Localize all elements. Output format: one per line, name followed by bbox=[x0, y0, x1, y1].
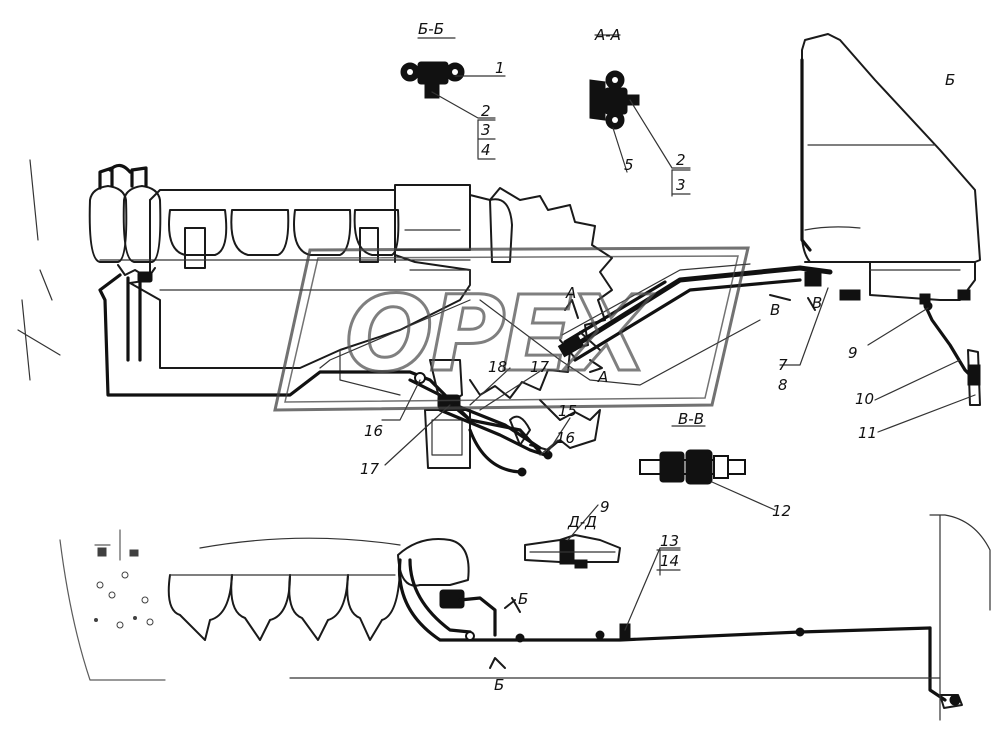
engine-block bbox=[99, 184, 613, 451]
callout-3b: 3 bbox=[676, 176, 686, 194]
callout-13: 13 bbox=[660, 532, 679, 550]
view-label-a-2: А bbox=[597, 368, 608, 386]
callout-2a: 2 bbox=[481, 102, 491, 120]
engine-side-view bbox=[167, 537, 963, 709]
callout-12: 12 bbox=[772, 502, 791, 520]
callout-16-right: 16 bbox=[556, 429, 575, 447]
callout-2b: 2 bbox=[676, 151, 686, 169]
callout-4: 4 bbox=[481, 141, 491, 159]
watermark-text: OPEX bbox=[345, 273, 654, 395]
callout-14: 14 bbox=[660, 552, 679, 570]
detail-vv bbox=[639, 449, 746, 485]
callout-10: 10 bbox=[855, 390, 874, 408]
section-label-aa: А-А bbox=[594, 26, 621, 44]
callout-underlines bbox=[477, 119, 691, 571]
callout-11: 11 bbox=[858, 424, 877, 442]
view-label-v-1: В bbox=[770, 301, 780, 319]
fuel-pump-cluster bbox=[414, 359, 553, 477]
detail-bb bbox=[400, 61, 465, 99]
view-label-b-right: Б bbox=[945, 71, 955, 89]
view-label-b-bottom-1: Б bbox=[518, 590, 528, 608]
fuel-filters bbox=[88, 163, 162, 362]
detail-aa bbox=[589, 70, 640, 130]
callout-8: 8 bbox=[778, 376, 788, 394]
callout-3a: 3 bbox=[481, 121, 491, 139]
detail-dd bbox=[524, 534, 621, 569]
callout-1: 1 bbox=[495, 59, 505, 77]
bottom-left-component bbox=[59, 529, 166, 681]
right-edge-part bbox=[929, 514, 991, 721]
callout-16-left: 16 bbox=[364, 422, 383, 440]
callout-17-right: 17 bbox=[530, 358, 550, 376]
view-label-b-bottom-2: Б bbox=[494, 676, 504, 694]
callout-18: 18 bbox=[488, 358, 507, 376]
left-edge-marks bbox=[17, 159, 61, 381]
view-label-v-2: В bbox=[812, 294, 822, 312]
section-arrows bbox=[489, 294, 816, 669]
callout-7: 7 bbox=[778, 356, 788, 374]
callout-17-left: 17 bbox=[360, 460, 380, 478]
section-label-vv: В-В bbox=[678, 410, 704, 428]
callout-5: 5 bbox=[624, 156, 634, 174]
fuel-tank bbox=[800, 33, 981, 305]
watermark: OPEX bbox=[273, 246, 750, 412]
callout-9-detail: 9 bbox=[600, 498, 610, 516]
section-label-dd: Д-Д bbox=[567, 513, 597, 531]
section-label-bb: Б-Б bbox=[418, 20, 444, 38]
callout-15: 15 bbox=[558, 402, 577, 420]
leader-lines bbox=[381, 34, 976, 631]
fuel-lines bbox=[98, 263, 833, 454]
drain-hose bbox=[923, 301, 981, 406]
view-label-a-1: А bbox=[565, 284, 576, 302]
callout-9: 9 bbox=[848, 344, 858, 362]
